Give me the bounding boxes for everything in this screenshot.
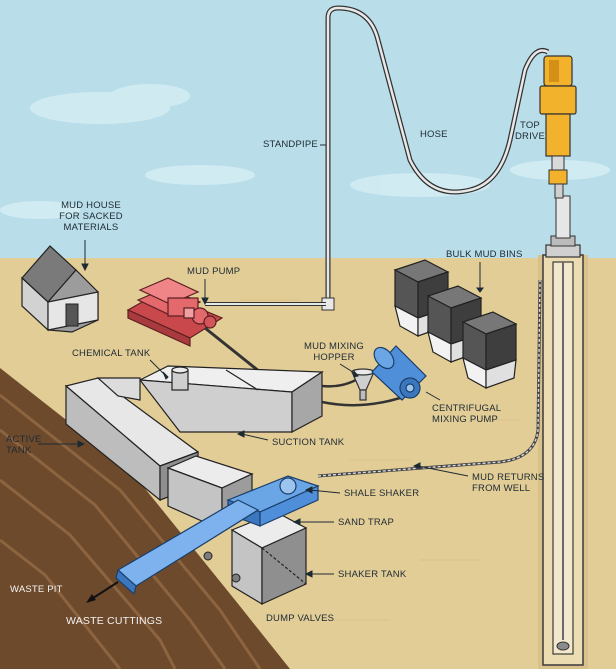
label-mud-mixing-hopper: MUD MIXING HOPPER <box>303 341 365 363</box>
label-mud-pump: MUD PUMP <box>187 266 241 277</box>
label-waste-cuttings: WASTE CUTTINGS <box>66 615 163 627</box>
label-mud-returns: MUD RETURNS FROM WELL <box>472 472 545 494</box>
label-standpipe: STANDPIPE <box>263 139 318 150</box>
label-mud-house: MUD HOUSE FOR SACKED MATERIALS <box>59 200 123 233</box>
label-active-tank: ACTIVE TANK <box>6 434 42 456</box>
dump-valves <box>203 551 241 583</box>
label-suction-tank: SUCTION TANK <box>272 437 345 448</box>
label-shale-shaker: SHALE SHAKER <box>344 488 420 499</box>
label-waste-pit: WASTE PIT <box>10 584 63 595</box>
label-top-drive: TOP DRIVE <box>514 120 546 142</box>
label-dump-valves: DUMP VALVES <box>266 613 335 624</box>
wellbore <box>538 195 588 669</box>
mud-house <box>21 245 99 333</box>
label-hose: HOSE <box>420 129 448 140</box>
chemical-suction-tank <box>137 365 324 433</box>
leader-lines <box>38 144 484 578</box>
waste-cuttings-arrow <box>86 581 119 603</box>
mud-pump <box>126 277 224 347</box>
label-shaker-tank: SHAKER TANK <box>338 569 407 580</box>
label-centrifugal-pump: CENTRIFUGAL MIXING PUMP <box>432 403 502 425</box>
label-bulk-mud-bins: BULK MUD BINS <box>446 249 523 260</box>
top-drive <box>539 55 577 199</box>
centrifugal-pump <box>371 345 427 401</box>
mixing-lines <box>321 378 401 407</box>
label-chemical-tank: CHEMICAL TANK <box>72 348 151 359</box>
label-sand-trap: SAND TRAP <box>338 517 394 528</box>
shale-shaker <box>115 475 320 596</box>
bulk-mud-bins <box>393 259 518 390</box>
shaker-tank <box>230 511 308 606</box>
